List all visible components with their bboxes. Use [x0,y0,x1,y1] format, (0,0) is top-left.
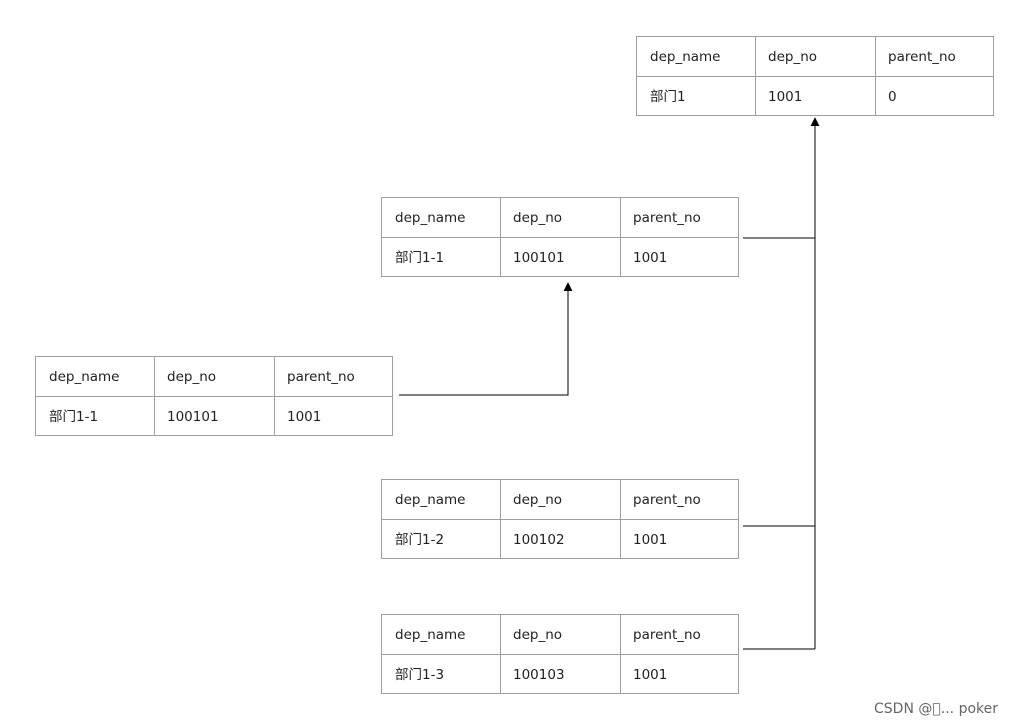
table-root: dep_name dep_no parent_no 部门1 1001 0 [636,36,994,116]
header-cell: parent_no [633,210,701,226]
table-header-row: dep_name dep_no parent_no [382,480,738,520]
header-cell: dep_name [395,492,466,508]
header-cell: dep_name [650,49,721,65]
header-cell: parent_no [633,492,701,508]
table-detached: dep_name dep_no parent_no 部门1-1 100101 1… [35,356,393,436]
table-header-row: dep_name dep_no parent_no [36,357,392,397]
header-cell: dep_name [395,210,466,226]
data-cell: 1001 [287,409,322,425]
data-cell: 1001 [768,89,803,105]
data-cell: 100101 [167,409,219,425]
data-cell: 100101 [513,250,565,266]
header-cell: dep_no [167,369,217,385]
data-cell: 部门1-3 [395,667,445,683]
data-cell: 部门1-1 [395,250,445,266]
data-cell: 1001 [633,250,668,266]
data-cell: 100102 [513,532,565,548]
data-cell: 1001 [633,532,668,548]
header-cell: dep_name [49,369,120,385]
data-cell: 部门1-2 [395,532,445,548]
table-header-row: dep_name dep_no parent_no [637,37,993,77]
header-cell: dep_no [768,49,818,65]
table-row: 部门1-3 100103 1001 [382,655,738,695]
header-cell: parent_no [633,627,701,643]
data-cell: 部门1-1 [49,409,99,425]
detached-to-child-a-connector [399,282,573,396]
data-cell: 0 [888,89,897,105]
header-cell: dep_name [395,627,466,643]
table-header-row: dep_name dep_no parent_no [382,615,738,655]
header-cell: dep_no [513,627,563,643]
data-cell: 部门1 [650,89,686,105]
table-row: 部门1-1 100101 1001 [36,397,392,437]
table-child-a: dep_name dep_no parent_no 部门1-1 100101 1… [381,197,739,277]
table-child-b: dep_name dep_no parent_no 部门1-2 100102 1… [381,479,739,559]
watermark: CSDN @ ... poker [874,701,998,717]
header-cell: dep_no [513,210,563,226]
header-cell: dep_no [513,492,563,508]
data-cell: 100103 [513,667,565,683]
header-cell: parent_no [888,49,956,65]
header-cell: parent_no [287,369,355,385]
table-row: 部门1 1001 0 [637,77,993,117]
data-cell: 1001 [633,667,668,683]
table-header-row: dep_name dep_no parent_no [382,198,738,238]
table-row: 部门1-1 100101 1001 [382,238,738,278]
table-child-c: dep_name dep_no parent_no 部门1-3 100103 1… [381,614,739,694]
table-row: 部门1-2 100102 1001 [382,520,738,560]
